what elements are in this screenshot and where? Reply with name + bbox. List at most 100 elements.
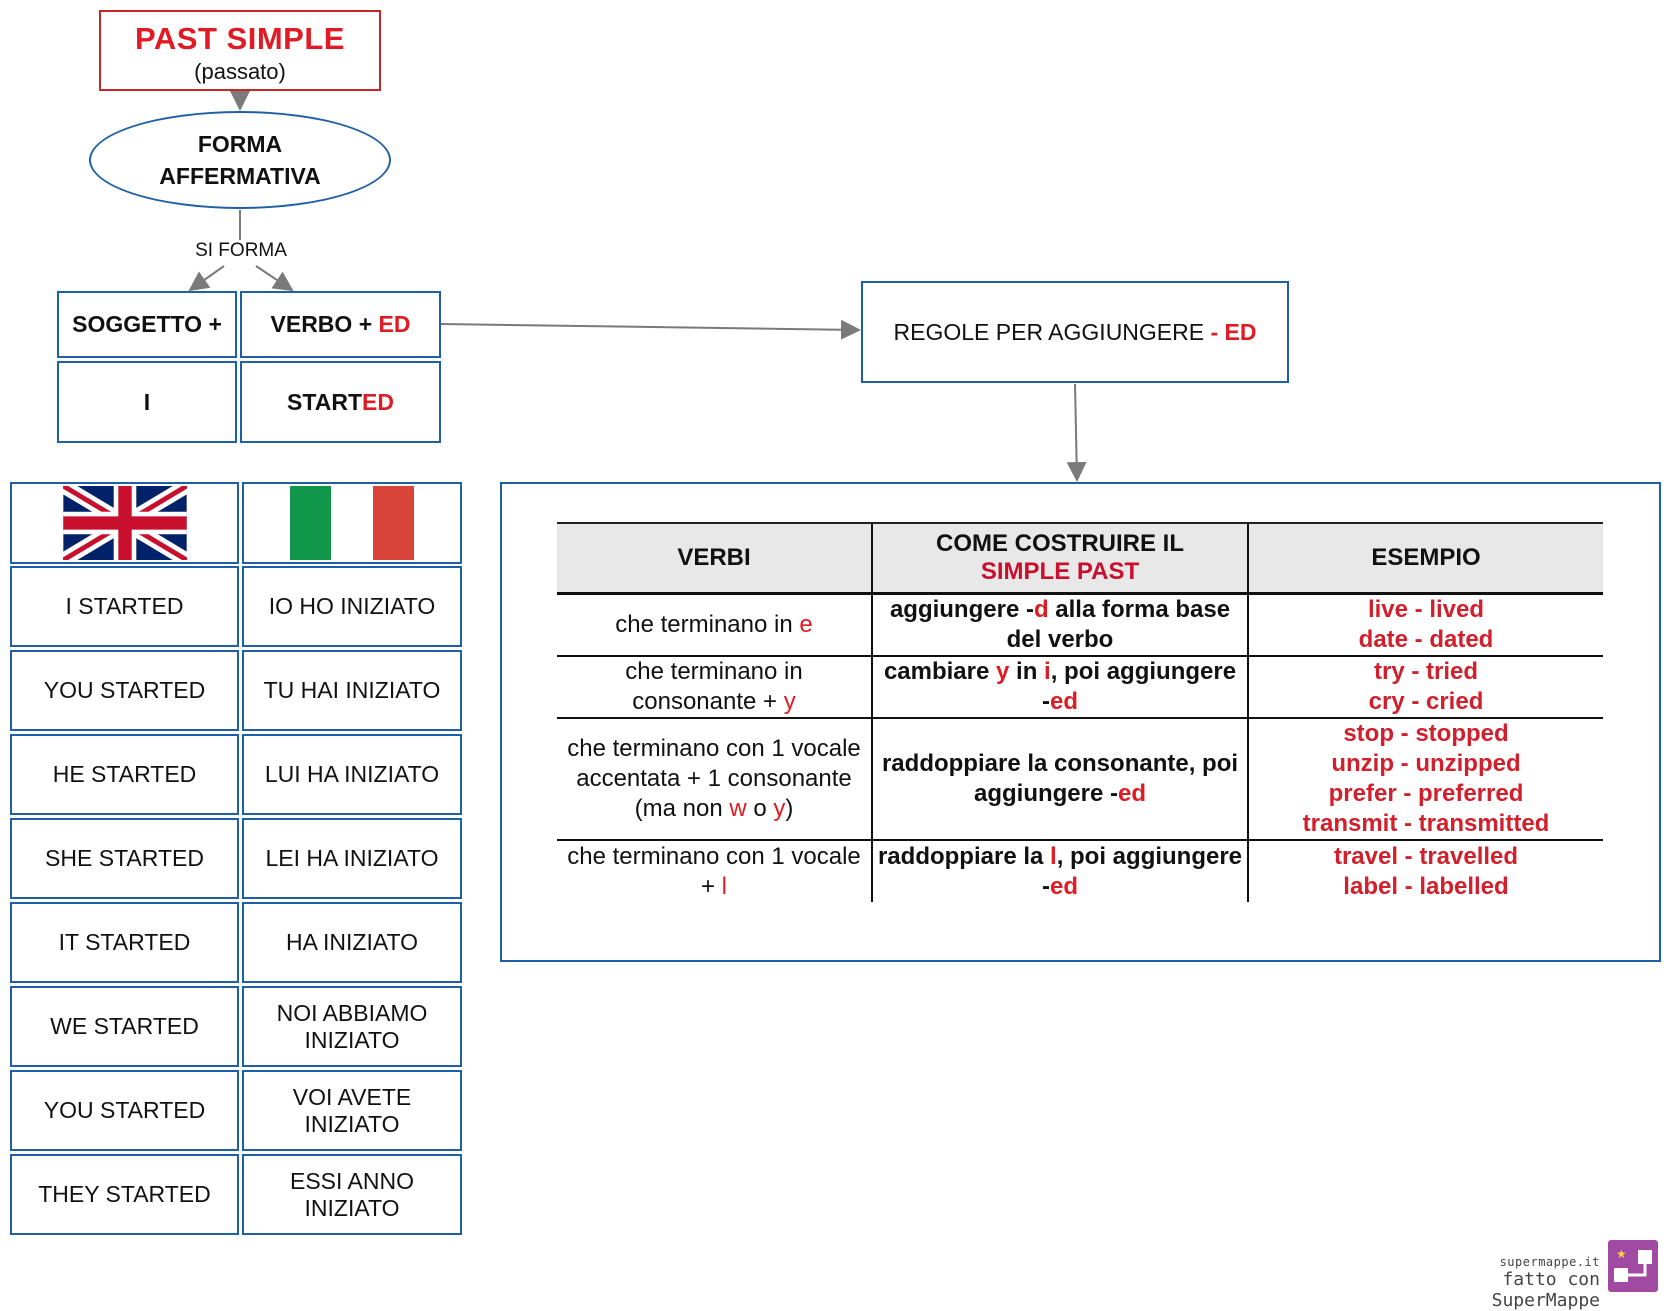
- come-cell-segment: aggiungere -: [889, 596, 1034, 623]
- verbi-cell-segment: y: [783, 688, 796, 715]
- header-esempio: ESEMPIO: [1247, 522, 1603, 595]
- conjugation-it: IO HO INIZIATO: [268, 593, 436, 619]
- rules-row: che terminano con 1 vocale accentata + 1…: [557, 718, 1603, 841]
- come-cell: cambiare y in i, poi aggiungere -ed: [871, 656, 1248, 719]
- come-cell-segment: cambiare: [883, 658, 997, 685]
- come-cell-segment: i: [1044, 658, 1051, 685]
- subject-header: SOGGETTO +: [72, 311, 222, 337]
- verbi-cell-segment: y: [773, 795, 786, 822]
- verbi-cell-segment: ): [785, 795, 794, 822]
- come-cell: raddoppiare la consonante, poi aggiunger…: [871, 718, 1248, 841]
- come-cell-segment: ed: [1049, 872, 1078, 900]
- conjugation-it: TU HAI INIZIATO: [263, 677, 441, 703]
- conjugation-it-cell: IO HO INIZIATO: [242, 566, 462, 647]
- form-node-line1: FORMA: [197, 131, 283, 157]
- conjugation-it: NOI ABBIAMO INIZIATO: [276, 999, 428, 1053]
- edge-label: SI FORMA: [170, 240, 312, 262]
- come-cell-segment: ed: [1118, 780, 1147, 807]
- come-cell-segment: l: [1050, 842, 1057, 870]
- rules-header-row: VERBI COME COSTRUIRE IL SIMPLE PAST ESEM…: [557, 522, 1603, 595]
- conjugation-it: VOI AVETE INIZIATO: [292, 1083, 412, 1137]
- conjugation-it-cell: TU HAI INIZIATO: [242, 650, 462, 731]
- verbi-cell-segment: che terminano con 1 vocale accentata + 1…: [567, 735, 861, 822]
- conjugation-it-cell: HA INIZIATO: [242, 902, 462, 983]
- footer-credit: supermappe.it fatto con SuperMappe: [1400, 1255, 1600, 1311]
- title-main: PAST SIMPLE: [135, 21, 345, 56]
- conjugation-en-cell: THEY STARTED: [10, 1154, 239, 1235]
- verbi-cell-segment: che terminano in consonante +: [625, 658, 803, 715]
- conjugation-en-cell: YOU STARTED: [10, 1070, 239, 1151]
- header-come: COME COSTRUIRE IL SIMPLE PAST: [871, 522, 1248, 595]
- conjugation-en-cell: YOU STARTED: [10, 650, 239, 731]
- uk-flag-cell: [10, 482, 239, 564]
- conjugation-it: ESSI ANNO INIZIATO: [290, 1167, 414, 1221]
- esempio-item: stop - stopped: [1343, 720, 1509, 747]
- verbi-cell: che terminano con 1 vocale + l: [557, 840, 872, 902]
- rules-node-label: REGOLE PER AGGIUNGERE: [893, 318, 1211, 345]
- esempio-item: live - lived: [1367, 596, 1485, 623]
- conjugation-it-cell: NOI ABBIAMO INIZIATO: [242, 986, 462, 1067]
- come-cell-segment: ed: [1049, 688, 1078, 715]
- esempio-item: unzip - unzipped: [1331, 750, 1521, 777]
- header-verbi: VERBI: [557, 522, 872, 595]
- conjugation-en-cell: HE STARTED: [10, 734, 239, 815]
- conjugation-en: YOU STARTED: [43, 677, 206, 703]
- esempio-item: travel - travelled: [1333, 842, 1519, 870]
- header-come-line2: SIMPLE PAST: [980, 558, 1140, 585]
- conjugation-en: YOU STARTED: [43, 1097, 206, 1123]
- subject-example: I: [143, 388, 151, 415]
- conjugation-it-cell: VOI AVETE INIZIATO: [242, 1070, 462, 1151]
- italy-flag-cell: [242, 482, 462, 564]
- esempio-item: label - labelled: [1343, 872, 1509, 900]
- title-sub: (passato): [194, 59, 286, 84]
- italy-flag-icon: [290, 486, 414, 560]
- conjugation-en: THEY STARTED: [38, 1181, 211, 1207]
- footer-site: supermappe.it: [1499, 1255, 1600, 1269]
- subject-example-cell: I: [57, 361, 237, 443]
- come-cell-segment: in: [1009, 658, 1045, 685]
- esempio-cell: stop - stopped unzip - unzipped prefer - p…: [1247, 718, 1603, 841]
- conjugation-it-cell: LUI HA INIZIATO: [242, 734, 462, 815]
- come-cell-segment: d: [1033, 596, 1049, 623]
- conjugation-en: I STARTED: [65, 593, 184, 619]
- title-node: PAST SIMPLE (passato): [99, 10, 381, 91]
- esempio-item: try - tried: [1373, 658, 1478, 685]
- supermappe-logo-icon: ★: [1608, 1240, 1658, 1292]
- conjugation-en: IT STARTED: [58, 929, 191, 955]
- rules-node: REGOLE PER AGGIUNGERE - ED: [861, 281, 1289, 383]
- form-node: FORMA AFFERMATIVA: [89, 111, 391, 209]
- footer-credit-text: fatto con SuperMappe: [1491, 1269, 1600, 1311]
- conjugation-en: WE STARTED: [50, 1013, 199, 1039]
- come-cell-segment: y: [996, 658, 1010, 685]
- verb-example-suffix: ED: [362, 388, 394, 415]
- come-cell: aggiungere -d alla forma base del verbo: [871, 593, 1248, 657]
- conjugation-en: HE STARTED: [52, 761, 197, 787]
- rules-panel: [500, 482, 1661, 962]
- verbi-cell: che terminano in consonante + y: [557, 656, 872, 719]
- conjugation-it: LEI HA INIZIATO: [265, 845, 439, 871]
- come-cell-segment: , poi aggiungere -: [1041, 842, 1243, 900]
- verbi-cell-segment: e: [799, 611, 813, 638]
- conjugation-en-cell: IT STARTED: [10, 902, 239, 983]
- esempio-item: prefer - preferred: [1328, 780, 1524, 807]
- verb-to-rules-arrow: [440, 319, 861, 340]
- label-to-verb-arrow: [255, 265, 294, 292]
- verbi-cell-segment: che terminano con 1 vocale +: [567, 842, 861, 900]
- come-cell: raddoppiare la l, poi aggiungere -ed: [871, 840, 1248, 902]
- verb-header-suffix: ED: [378, 311, 411, 337]
- rules-to-table-arrow: [1066, 383, 1087, 482]
- conjugation-it: HA INIZIATO: [285, 929, 419, 955]
- come-cell-segment: raddoppiare la consonante, poi aggiunger…: [881, 750, 1239, 807]
- come-cell-segment: raddoppiare la: [877, 842, 1051, 870]
- conjugation-it-cell: LEI HA INIZIATO: [242, 818, 462, 899]
- form-node-line2: AFFERMATIVA: [159, 163, 321, 189]
- verbi-cell-segment: w: [729, 795, 747, 822]
- come-cell-segment: alla forma base del verbo: [1006, 596, 1231, 653]
